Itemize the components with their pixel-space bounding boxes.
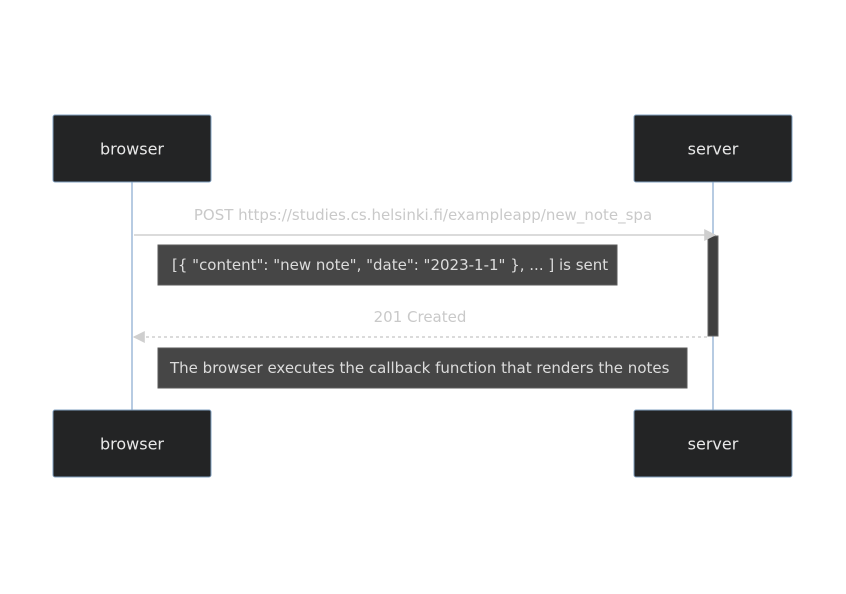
created-response-label: 201 Created [374, 308, 467, 326]
server-actor-bottom: server [633, 409, 793, 478]
payload-note-text: [{ "content": "new note", "date": "2023-… [172, 256, 608, 274]
browser-actor-label-bottom: browser [100, 435, 164, 454]
server-activation [707, 235, 719, 337]
server-actor-label: server [688, 140, 739, 159]
callback-note-text: The browser executes the callback functi… [169, 359, 670, 377]
browser-actor-top: browser [52, 114, 212, 183]
browser-actor-label: browser [100, 140, 164, 159]
server-actor-top: server [633, 114, 793, 183]
payload-note: [{ "content": "new note", "date": "2023-… [157, 244, 618, 286]
browser-actor-bottom: browser [52, 409, 212, 478]
server-actor-label-bottom: server [688, 435, 739, 454]
callback-note: The browser executes the callback functi… [157, 347, 688, 389]
post-request-label: POST https://studies.cs.helsinki.fi/exam… [194, 206, 652, 225]
